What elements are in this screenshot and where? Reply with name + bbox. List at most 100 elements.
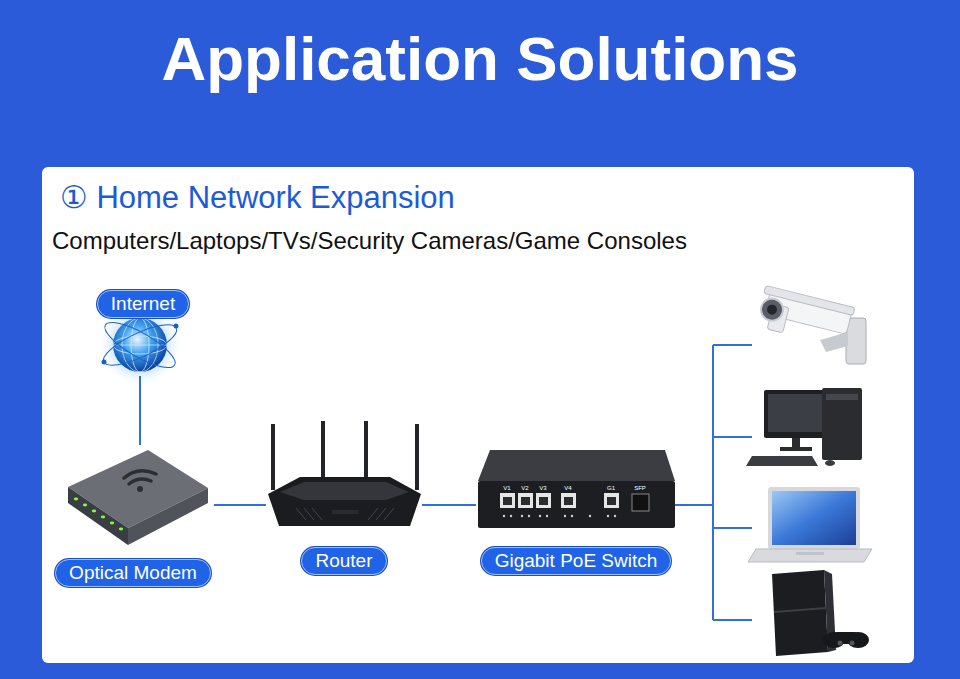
panel [42,167,914,663]
node-label: Optical Modem [55,559,211,587]
device-node: Internet [88,288,198,376]
illustration-part [280,482,409,500]
illustration-part [503,515,616,517]
illustration-part [124,471,156,484]
illustration-part [312,508,322,520]
illustration-part [632,494,649,511]
illustration-part [746,456,818,466]
device-node: Router [266,420,422,578]
illustration-part [102,360,107,365]
illustration-part [756,285,855,348]
illustration-part [521,515,523,517]
illustration-part [539,515,541,517]
illustration-part [834,632,858,644]
illustration-part [478,481,675,528]
illustration-part [113,336,167,354]
illustration-part [128,488,208,545]
device-node: Gigabit PoE Switch [476,448,676,578]
illustration-part [503,515,505,517]
illustration-part [675,504,713,506]
illustration-part [129,479,151,484]
illustration-part [850,641,855,646]
node-label: Router [301,547,386,575]
illustration-part [74,498,123,531]
illustration-part [304,508,314,520]
illustration-part [92,510,96,513]
illustration-part [376,508,386,520]
illustration-part [528,515,530,517]
illustration-part [518,493,533,508]
illustration-part [780,447,812,451]
illustration-part [99,317,182,373]
illustration-part [74,498,78,501]
illustration-part [607,515,609,517]
network-link [139,376,141,445]
illustration-part [174,324,179,329]
illustration-part [510,515,512,517]
illustration-part [137,486,143,492]
illustration-part [825,460,835,466]
illustration-part [713,436,752,438]
illustration-part [271,424,275,490]
computer-icon [746,388,862,466]
illustration-part [119,528,123,531]
illustration-part [368,508,378,520]
illustration-part [332,510,358,514]
illustration-part [589,515,591,517]
illustration-part [768,394,826,432]
illustration-part [296,508,394,520]
illustration-part [607,497,616,505]
illustration-part [364,421,368,479]
illustration-part [503,497,512,505]
illustration-part [826,394,858,400]
illustration-part [539,497,548,505]
illustration-part [713,344,752,346]
illustration-part [99,315,180,376]
illustration-part [774,608,826,612]
node-label: Internet [97,290,189,318]
port-label: G1 [607,485,615,492]
device-node: Optical Modem [52,445,214,590]
illustration-part [768,487,860,549]
port-label: V2 [521,485,528,492]
router-icon [268,421,421,526]
illustration-part [83,504,87,507]
illustration-part [536,493,551,508]
switch-icon [478,450,675,528]
illustration-part [766,304,778,316]
illustration-part [564,515,566,517]
illustration-part [503,497,616,505]
modem-icon [68,450,208,545]
laptop-icon [748,487,872,562]
device-list: Computers/Laptops/TVs/Security Cameras/G… [52,226,687,256]
illustration-part [101,516,105,519]
illustration-part [268,477,421,526]
network-link [422,504,476,506]
illustration-part [500,493,619,508]
illustration-part [415,424,419,490]
illustration-part [68,487,128,545]
illustration-part [384,508,394,520]
port-label: SFP [634,485,646,492]
illustration-part [113,345,167,346]
illustration-part [321,421,325,479]
port-label: V4 [564,485,571,492]
port-label: V3 [539,485,546,492]
illustration-part [571,515,573,517]
device-wires [675,345,752,620]
camera-icon [756,285,866,364]
illustration-part [838,641,843,646]
illustration-part [124,471,156,478]
illustration-part [110,522,114,525]
illustration-part [561,493,576,508]
illustration-part [478,450,675,481]
illustration-part [748,549,872,562]
console-icon [772,570,869,656]
illustration-part [772,491,856,545]
page-title: Application Solutions [0,22,960,96]
illustration-part [500,493,515,508]
illustration-part [772,570,828,656]
section-heading: ① Home Network Expansion [60,179,455,217]
